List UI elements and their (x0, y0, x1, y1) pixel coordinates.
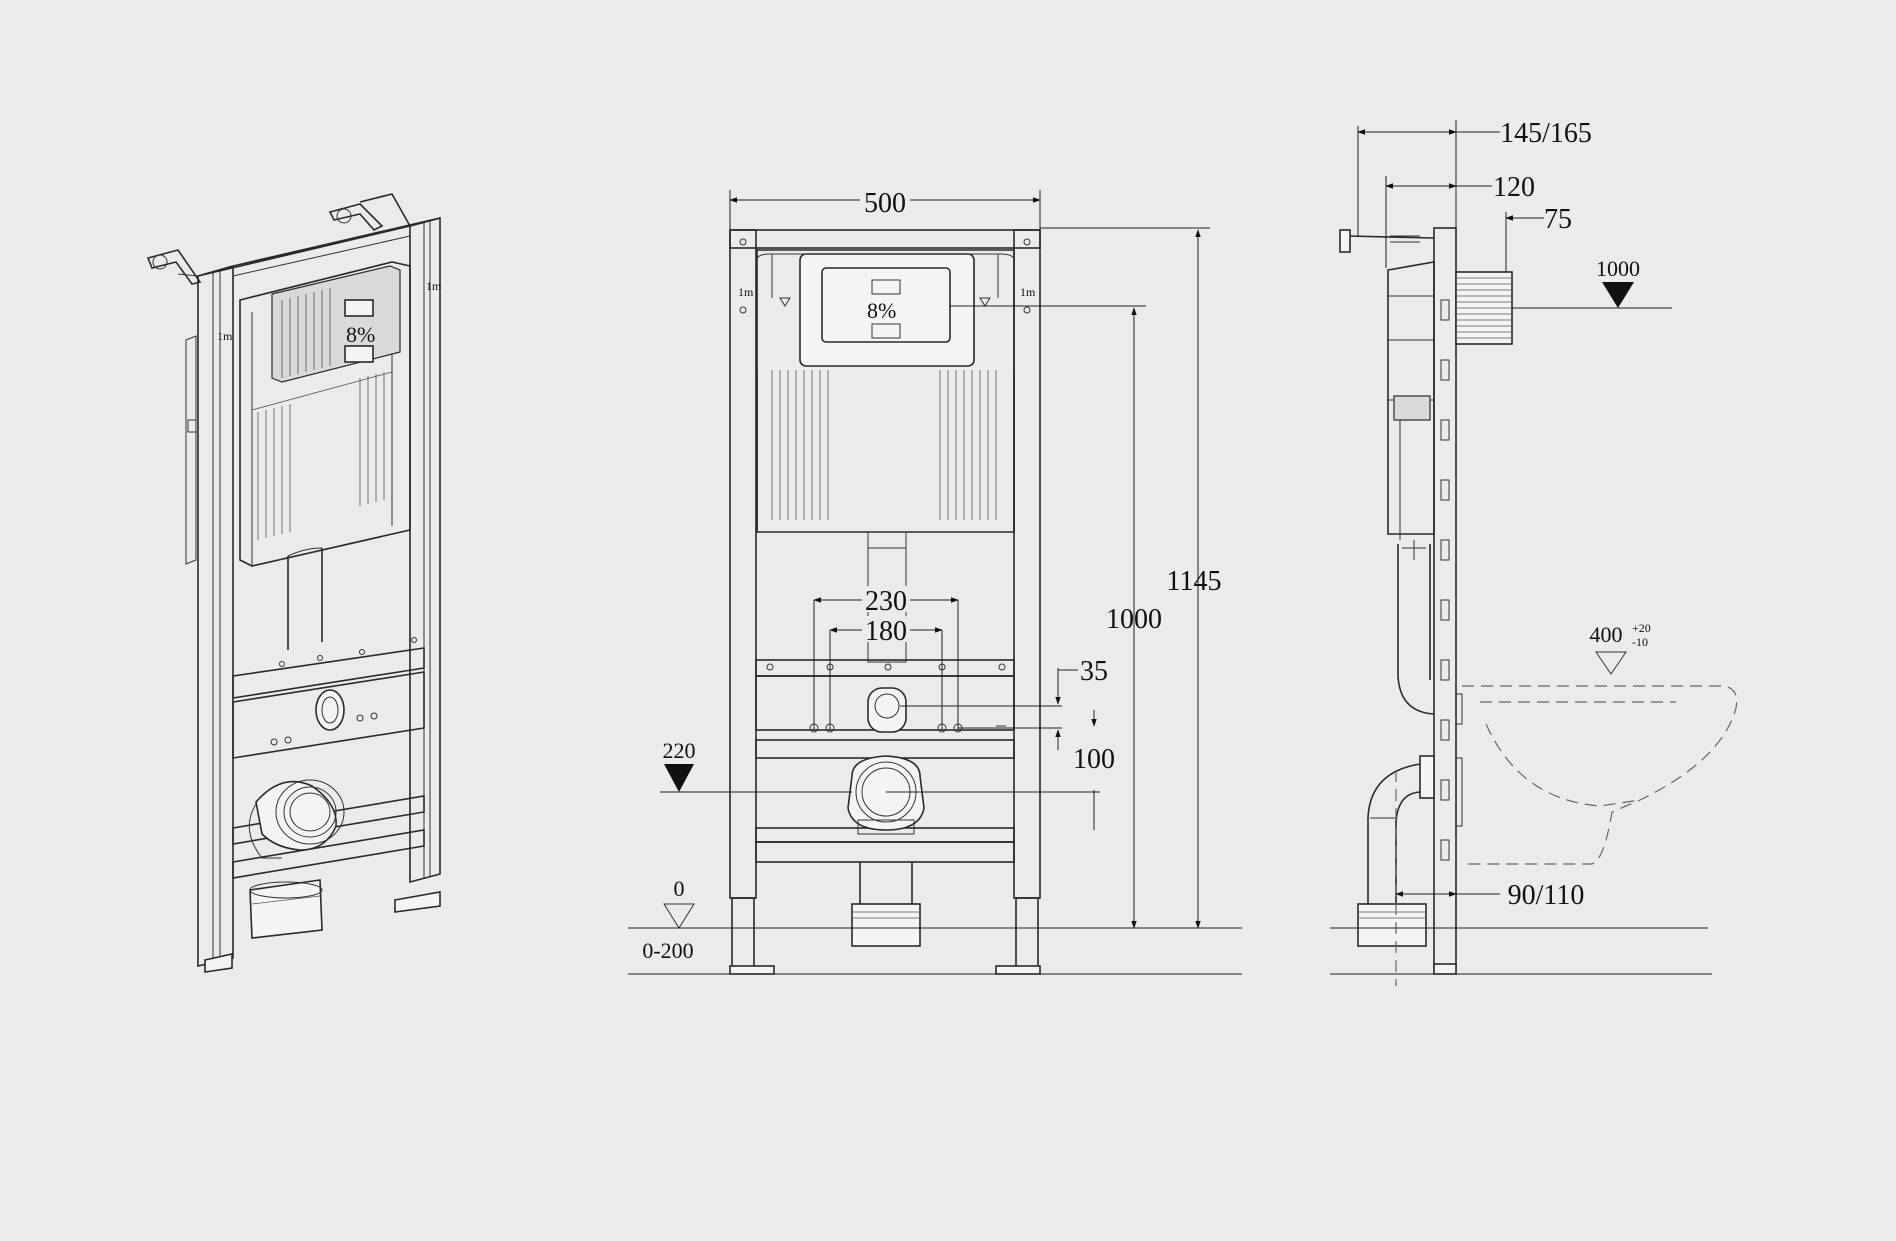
dim-inner-spacing: 180 (865, 616, 907, 647)
dim-depth-frame: 120 (1493, 172, 1535, 203)
dim-drain-offset: 90/110 (1508, 880, 1585, 911)
dim-bowl-height: 400 (1590, 622, 1623, 647)
dim-offset-small: 35 (1080, 656, 1108, 687)
front-dimensions: 500 1145 1000 230 180 35 100 220 (628, 186, 1242, 975)
dim-frame-width: 500 (864, 188, 906, 219)
svg-text:1m: 1m (426, 279, 442, 293)
dim-offset-drain: 100 (1073, 744, 1115, 775)
dim-button-level: 1000 (1596, 256, 1640, 281)
isometric-view: 8% 1m 1m (146, 193, 442, 973)
svg-text:1m: 1m (738, 285, 754, 299)
front-logo: 8% (867, 298, 896, 323)
side-view (1330, 227, 1738, 986)
dim-bowl-tol-plus: +20 (1632, 621, 1651, 635)
dim-bowl-tol-minus: -10 (1632, 635, 1648, 649)
dim-drain-height: 220 (663, 738, 696, 763)
front-view: 8% 1m 1m (729, 229, 1041, 975)
iso-logo: 8% (346, 322, 375, 347)
svg-text:1m: 1m (217, 329, 233, 343)
dim-leg-adjustment: 0-200 (642, 938, 693, 963)
dim-outer-spacing: 230 (865, 586, 907, 617)
svg-text:1m: 1m (1020, 285, 1036, 299)
dim-depth-total: 145/165 (1500, 118, 1592, 149)
side-dimensions: 145/165 120 75 1000 400 +20 -10 90/110 (1357, 118, 1672, 911)
dim-floor-level: 0 (674, 876, 685, 901)
dim-depth-button: 75 (1544, 204, 1572, 235)
dim-total-height: 1145 (1167, 566, 1222, 597)
dim-button-height: 1000 (1106, 604, 1162, 635)
